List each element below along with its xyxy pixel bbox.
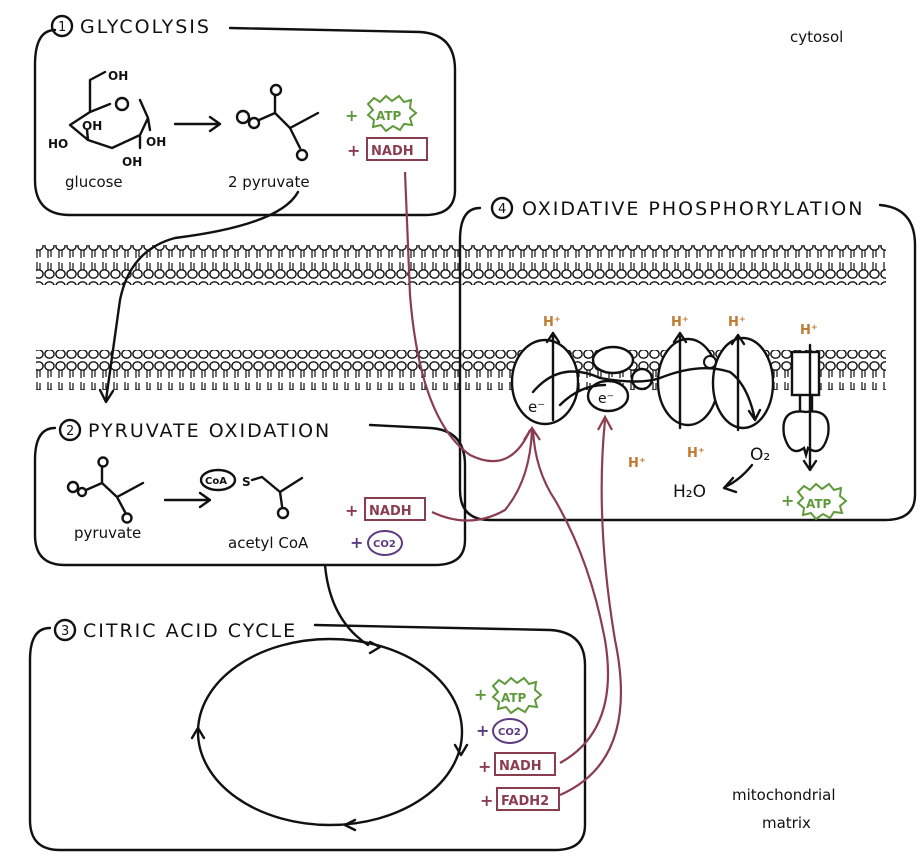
proton-label: H⁺ [687,446,705,461]
proton-label: H⁺ [800,323,818,338]
stage-number: 1 [58,20,66,35]
stage-title: CITRIC ACID CYCLE [83,620,297,642]
plus-sign: + [474,685,487,704]
ubiquinone [630,367,654,391]
glycolysis-panel: 1 GLYCOLYSIS OH OH HO OH OH glucose 2 py… [33,14,457,217]
plus-sign: + [350,533,363,552]
pyruvate-oxidation-panel: 2 PYRUVATE OXIDATION pyruvate CoA S acet… [33,418,467,567]
reaction-arrow [173,115,222,133]
proton-label: H⁺ [628,456,646,471]
atp-synthase-f1 [782,410,830,460]
oh-label: OH [122,155,142,169]
oh-label: OH [108,69,128,83]
glucose-structure [68,70,152,150]
citric-acid-cycle-panel: 3 CITRIC ACID CYCLE + ATP + CO2 + NADH +… [28,618,587,852]
atp-synthase-fo [790,350,821,397]
stage-number: 3 [61,624,69,639]
complex-ii [591,345,635,375]
plus-sign: + [478,757,491,776]
cytosol-label: cytosol [790,28,843,46]
proton-label: H⁺ [671,315,689,330]
plus-sign: + [781,491,794,510]
plus-sign: + [345,106,358,125]
plus-sign: + [480,791,493,810]
acetyl-coa-label: acetyl CoA [228,534,309,552]
water-label: H₂O [673,482,706,502]
complex-iv [711,336,775,430]
co2-output: CO2 [498,727,521,738]
reaction-arrow [163,491,212,509]
complex-iii [656,337,720,427]
plus-sign: + [347,141,360,160]
pyruvate-transport-arrow [98,190,300,404]
pyruvate-label: pyruvate [74,524,141,542]
proton-label: H⁺ [543,315,561,330]
electron-label: e⁻ [528,398,545,416]
nadh-cycle-arrow [531,429,610,764]
atp-burst-icon [491,676,543,715]
pyruvate-structure [257,93,320,150]
coa-label: CoA [205,476,227,487]
atp-output: ATP [806,497,832,511]
atp-output: ATP [501,691,527,705]
fadh2-arrow [559,414,622,797]
nadh-glycolysis-arrow [403,171,532,463]
pyruvate-label: 2 pyruvate [228,173,310,191]
sulfur-label: S [242,475,251,489]
atp-burst-icon [366,94,418,133]
nadh-output: NADH [499,759,542,774]
complex-ii-lower [586,379,630,413]
proton-label: H⁺ [728,315,746,330]
matrix-label-line2: matrix [762,814,811,832]
fadh2-output: FADH2 [501,794,549,809]
stage-number: 2 [66,424,74,439]
nadh-output: NADH [369,504,412,519]
co2-output: CO2 [373,539,396,550]
electron-label: e⁻ [598,391,614,407]
cycle-loop [196,637,464,827]
plus-sign: + [345,501,358,520]
stage-title: PYRUVATE OXIDATION [88,420,331,442]
nadh-pyruvate-arrow [431,429,534,522]
atp-output: ATP [376,109,402,123]
acetyl-coa-to-cycle-arrow [323,563,370,647]
oh-label: OH [82,119,102,133]
oh-label: OH [146,135,166,149]
plus-sign: + [476,721,489,740]
stage-number: 4 [498,202,506,217]
atp-burst-icon [796,482,848,521]
stage-title: GLYCOLYSIS [80,16,211,38]
stage-title: OXIDATIVE PHOSPHORYLATION [522,198,864,220]
glucose-label: glucose [65,173,123,191]
oxidative-phosphorylation-panel: 4 OXIDATIVE PHOSPHORYLATION e⁻ e⁻ H⁺ H⁺ … [458,196,917,522]
oxygen-label: O₂ [750,445,770,465]
ho-label: HO [48,137,68,151]
nadh-output: NADH [371,144,414,159]
matrix-label-line1: mitochondrial [732,786,836,804]
